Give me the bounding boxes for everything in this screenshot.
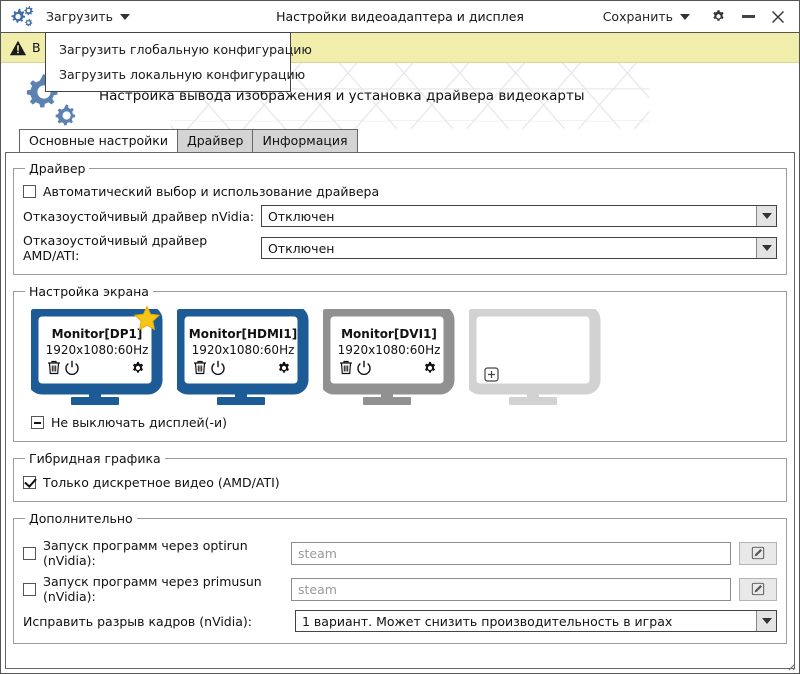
title-bar-controls: Сохранить bbox=[598, 2, 793, 32]
warning-text: В bbox=[32, 40, 41, 55]
tab-driver[interactable]: Драйвер bbox=[176, 129, 254, 152]
settings-button[interactable] bbox=[703, 2, 733, 32]
optirun-edit-button[interactable] bbox=[739, 541, 777, 565]
nvidia-fallback-label: Отказоустойчивый драйвер nVidia: bbox=[23, 208, 255, 224]
monitor-card-empty[interactable] bbox=[469, 309, 601, 405]
auto-driver-checkbox[interactable] bbox=[23, 185, 36, 198]
menu-item-global-config[interactable]: Загрузить глобальную конфигурацию bbox=[59, 42, 312, 57]
primusrun-input[interactable]: steam bbox=[291, 577, 731, 601]
monitor-card-hdmi1[interactable]: Monitor[HDMI1] 1920x1080:60Hz bbox=[177, 309, 309, 405]
discrete-video-label: Только дискретное видео (AMD/ATI) bbox=[43, 475, 280, 490]
discrete-video-checkbox[interactable] bbox=[23, 476, 36, 489]
optirun-label: Запуск программ через optirun (nVidia): bbox=[43, 538, 248, 568]
gear-icon bbox=[712, 10, 724, 21]
primusrun-checkbox[interactable] bbox=[23, 582, 36, 596]
pencil-edit-icon bbox=[751, 546, 765, 560]
primusrun-placeholder: steam bbox=[298, 581, 337, 597]
extra-group: Дополнительно Запуск программ через opti… bbox=[13, 511, 787, 644]
primusrun-edit-button[interactable] bbox=[739, 577, 777, 601]
optirun-row: Запуск программ через optirun (nVidia): … bbox=[23, 538, 777, 568]
tearing-select[interactable]: 1 вариант. Может снизить производительно… bbox=[295, 610, 777, 632]
save-menu-button[interactable]: Сохранить bbox=[598, 6, 695, 27]
optirun-placeholder: steam bbox=[298, 545, 337, 561]
amd-fallback-label: Отказоустойчивый драйвер AMD/ATI: bbox=[23, 233, 208, 263]
tab-bar: Основные настройки Драйвер Информация bbox=[1, 129, 799, 152]
tearing-value: 1 вариант. Может снизить производительно… bbox=[302, 613, 673, 629]
monitor-frame-icon bbox=[31, 309, 163, 405]
load-menu-label: Загрузить bbox=[46, 9, 113, 24]
pencil-edit-icon bbox=[751, 582, 765, 596]
keep-display-on-row[interactable]: Не выключать дисплей(-и) bbox=[31, 415, 777, 430]
screen-group-legend: Настройка экрана bbox=[29, 284, 149, 299]
keep-display-on-label: Не выключать дисплей(-и) bbox=[51, 415, 228, 430]
auto-driver-row[interactable]: Автоматический выбор и использование дра… bbox=[23, 184, 777, 199]
minimize-icon bbox=[741, 15, 755, 18]
extra-group-legend: Дополнительно bbox=[29, 511, 133, 526]
hybrid-graphics-group: Гибридная графика Только дискретное виде… bbox=[13, 451, 787, 502]
amd-fallback-select[interactable]: Отключен bbox=[261, 237, 777, 259]
title-bar: Загрузить Настройки видеоадаптера и дисп… bbox=[1, 1, 799, 33]
driver-group: Драйвер Автоматический выбор и использов… bbox=[13, 161, 787, 275]
warning-triangle-icon bbox=[9, 40, 27, 55]
tab-information[interactable]: Информация bbox=[252, 129, 358, 152]
amd-fallback-row: Отказоустойчивый драйвер AMD/ATI: Отключ… bbox=[23, 233, 777, 263]
optirun-checkbox[interactable] bbox=[23, 546, 36, 560]
primusrun-label: Запуск программ через primusun (nVidia): bbox=[43, 574, 262, 604]
monitor-card-dp1[interactable]: Monitor[DP1] 1920x1080:60Hz bbox=[31, 305, 163, 405]
tab-main-settings[interactable]: Основные настройки bbox=[19, 129, 178, 152]
nvidia-fallback-value: Отключен bbox=[268, 208, 335, 224]
load-menu-button[interactable]: Загрузить bbox=[41, 6, 135, 27]
hybrid-graphics-legend: Гибридная графика bbox=[29, 451, 161, 466]
tearing-row: Исправить разрыв кадров (nVidia): 1 вари… bbox=[23, 610, 777, 632]
resize-grip[interactable] bbox=[784, 659, 796, 671]
nvidia-fallback-row: Отказоустойчивый драйвер nVidia: Отключе… bbox=[23, 205, 777, 227]
nvidia-fallback-select[interactable]: Отключен bbox=[261, 205, 777, 227]
save-menu-label: Сохранить bbox=[602, 9, 673, 24]
monitor-frame-icon bbox=[469, 309, 601, 405]
primusrun-row: Запуск программ через primusun (nVidia):… bbox=[23, 574, 777, 604]
close-button[interactable] bbox=[763, 2, 793, 32]
auto-driver-label: Автоматический выбор и использование дра… bbox=[43, 184, 380, 199]
screen-group: Настройка экрана Monitor[DP1] 1920x1080:… bbox=[13, 284, 787, 442]
banner-title: Настройка вывода изображения и установка… bbox=[99, 88, 585, 104]
discrete-video-row[interactable]: Только дискретное видео (AMD/ATI) bbox=[23, 475, 777, 490]
optirun-input[interactable]: steam bbox=[291, 541, 731, 565]
chevron-down-icon[interactable] bbox=[756, 238, 776, 258]
amd-fallback-value: Отключен bbox=[268, 240, 335, 256]
menu-item-local-config[interactable]: Загрузить локальную конфигурацию bbox=[59, 67, 306, 82]
chevron-down-icon[interactable] bbox=[756, 611, 776, 631]
load-dropdown-menu[interactable]: Загрузить глобальную конфигурацию Загруз… bbox=[45, 32, 312, 92]
chevron-down-icon bbox=[120, 13, 130, 20]
star-icon bbox=[133, 305, 161, 331]
close-icon bbox=[772, 10, 784, 23]
monitor-list: Monitor[DP1] 1920x1080:60Hz bbox=[23, 305, 777, 411]
driver-group-legend: Драйвер bbox=[29, 161, 86, 176]
chevron-down-icon bbox=[680, 13, 690, 20]
chevron-down-icon[interactable] bbox=[756, 206, 776, 226]
monitor-frame-icon bbox=[177, 309, 309, 405]
monitor-frame-icon bbox=[323, 309, 455, 405]
app-gears-icon bbox=[11, 5, 34, 26]
keep-display-on-checkbox[interactable] bbox=[31, 416, 44, 429]
tab-content-panel: Драйвер Автоматический выбор и использов… bbox=[5, 152, 795, 669]
monitor-card-dvi1[interactable]: Monitor[DVI1] 1920x1080:60Hz bbox=[323, 309, 455, 405]
tearing-label: Исправить разрыв кадров (nVidia): bbox=[23, 613, 252, 629]
minimize-button[interactable] bbox=[733, 2, 763, 32]
